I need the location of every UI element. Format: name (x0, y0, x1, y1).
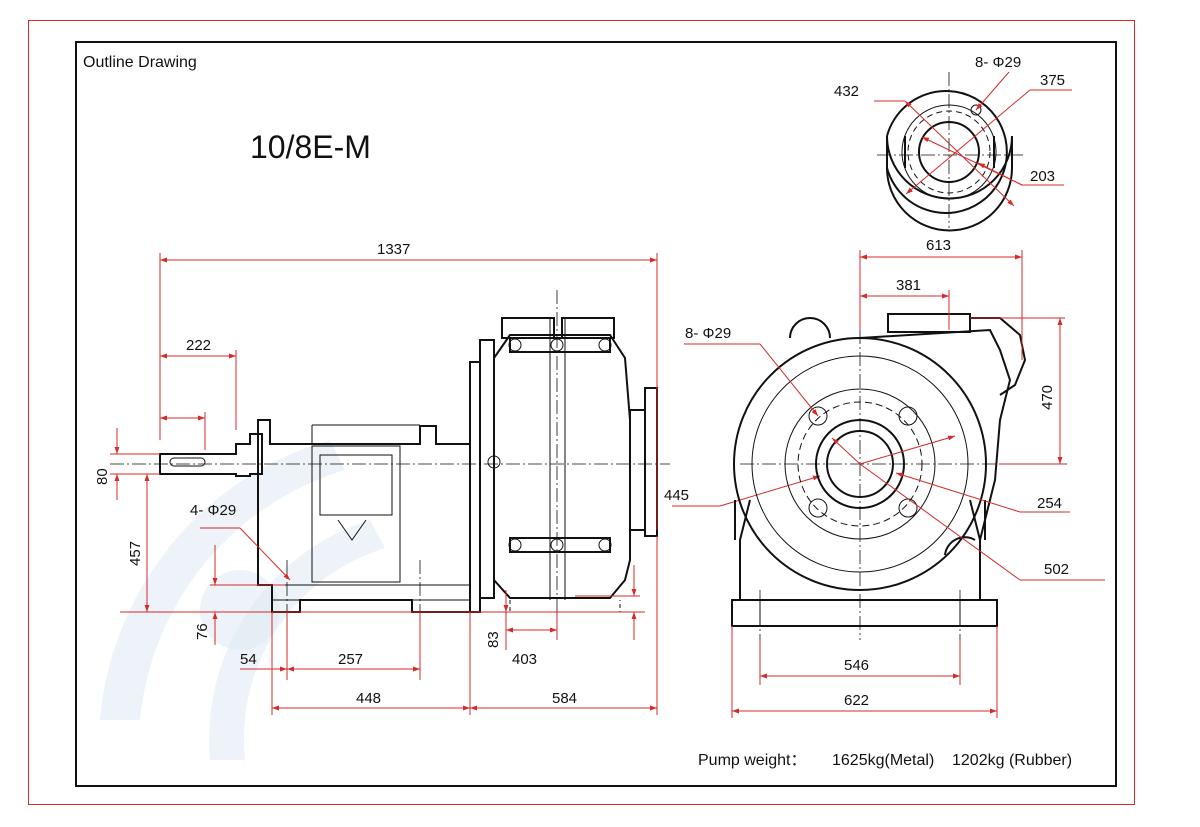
dim-457: 457 (127, 541, 144, 566)
flange-dim-203: 203 (1030, 168, 1055, 185)
dim-448: 448 (356, 690, 381, 707)
dim-613: 613 (926, 237, 951, 254)
pump-weight-rubber: 1202kg (Rubber) (952, 752, 1072, 769)
dim-445: 445 (664, 487, 689, 504)
dim-622: 622 (844, 692, 869, 709)
end-view (731, 313, 1070, 640)
flange-holes-label: 8- Φ29 (975, 54, 1021, 71)
dim-381: 381 (896, 277, 921, 294)
dim-54: 54 (240, 651, 257, 668)
dim-502: 502 (1044, 561, 1069, 578)
dim-222: 222 (186, 337, 211, 354)
dim-403: 403 (512, 651, 537, 668)
dim-584: 584 (552, 690, 577, 707)
drawing-frame (75, 41, 1117, 787)
flange-dim-432: 432 (834, 83, 859, 100)
flange-dim-375: 375 (1040, 72, 1065, 89)
dim-1337: 1337 (377, 241, 410, 258)
dim-83: 83 (485, 631, 502, 648)
pump-weight-label: Pump weight： (698, 752, 807, 769)
end-holes-label: 8- Φ29 (685, 325, 731, 342)
drawing-label: Outline Drawing (83, 54, 197, 71)
model-title: 10/8E-M (250, 129, 371, 165)
dim-80: 80 (94, 468, 111, 485)
base-holes-label: 4- Φ29 (190, 502, 236, 519)
side-view-dimensions (110, 253, 821, 715)
dim-470: 470 (1039, 385, 1056, 410)
drawing-border (28, 20, 1135, 805)
dim-254: 254 (1037, 495, 1062, 512)
end-view-dimensions (684, 250, 1105, 718)
flange-view (874, 71, 1072, 232)
dim-546: 546 (844, 657, 869, 674)
dim-257: 257 (338, 651, 363, 668)
dim-76: 76 (194, 623, 211, 640)
pump-weight-metal: 1625kg(Metal) (832, 752, 934, 769)
